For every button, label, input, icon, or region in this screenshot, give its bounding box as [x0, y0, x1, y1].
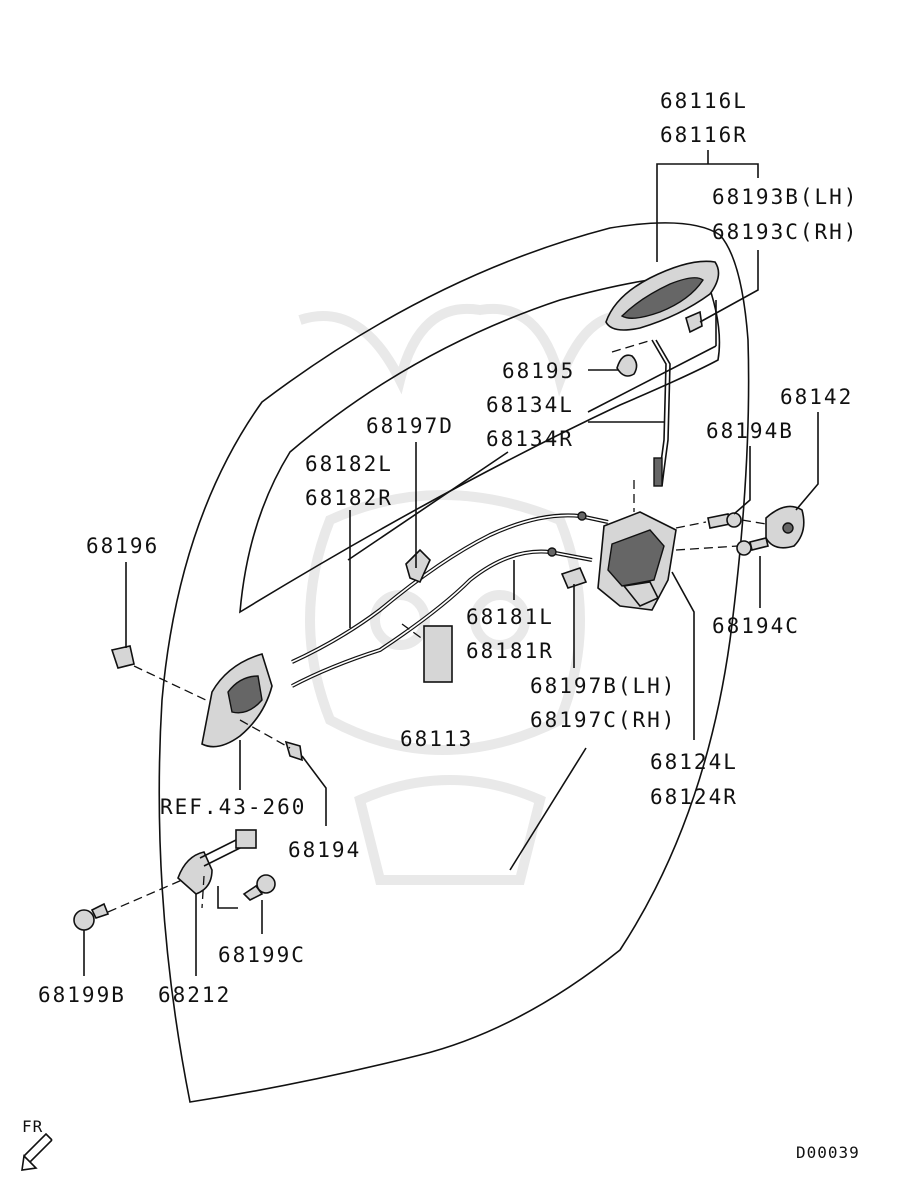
- label-68142: 68142: [780, 385, 854, 409]
- watermark-emblem: [298, 303, 642, 885]
- label-68194B: 68194B: [706, 419, 794, 443]
- door-check-68212: [177, 829, 257, 895]
- label-68212: 68212: [158, 983, 232, 1007]
- sealer-68113: [423, 625, 453, 683]
- label-68182R: 68182R: [305, 486, 393, 510]
- label-68181L: 68181L: [466, 605, 554, 629]
- label-68134R: 68134R: [486, 427, 574, 451]
- screw-68194: [284, 740, 303, 762]
- diagram-code: D00039: [796, 1143, 860, 1162]
- label-68116L: 68116L: [660, 89, 748, 113]
- label-68134L: 68134L: [486, 393, 574, 417]
- screw-68194C: [736, 537, 769, 556]
- label-68194: 68194: [288, 838, 362, 862]
- label-68197C: 68197C(RH): [530, 708, 677, 732]
- door-lock-actuator: [597, 511, 677, 611]
- label-68124L: 68124L: [650, 750, 738, 774]
- label-68197D: 68197D: [366, 414, 454, 438]
- direction-label-fr: FR: [22, 1117, 44, 1136]
- label-68116R: 68116R: [660, 123, 748, 147]
- clip-68197D: [405, 548, 431, 584]
- label-68194C: 68194C: [712, 614, 800, 638]
- label-68124R: 68124R: [650, 785, 738, 809]
- outside-door-handle: [605, 260, 720, 334]
- screw-68194B: [707, 512, 742, 529]
- bolt-68199C: [242, 874, 276, 901]
- inside-handle-cover: [201, 653, 273, 748]
- switch-68197B-C: [560, 567, 588, 589]
- front-direction-arrow-icon: [21, 1132, 53, 1171]
- label-68113: 68113: [400, 727, 474, 751]
- dashed-assembly-lines: [107, 339, 767, 913]
- label-68181R: 68181R: [466, 639, 554, 663]
- label-ref-43-260: REF.43-260: [160, 795, 307, 819]
- label-68193B: 68193B(LH): [712, 185, 859, 209]
- label-68196: 68196: [86, 534, 160, 558]
- label-68197B: 68197B(LH): [530, 674, 677, 698]
- latch-rod: [651, 339, 671, 487]
- bolt-68199B: [73, 902, 110, 931]
- door-striker: [765, 505, 805, 549]
- lock-cables: [291, 511, 609, 688]
- label-68199C: 68199C: [218, 943, 306, 967]
- label-68193C: 68193C(RH): [712, 220, 859, 244]
- grommet-68195: [616, 354, 638, 377]
- clip-68196: [110, 645, 135, 669]
- label-68199B: 68199B: [38, 983, 126, 1007]
- label-68195: 68195: [502, 359, 576, 383]
- label-68182L: 68182L: [305, 452, 393, 476]
- leader-lines: [83, 150, 819, 976]
